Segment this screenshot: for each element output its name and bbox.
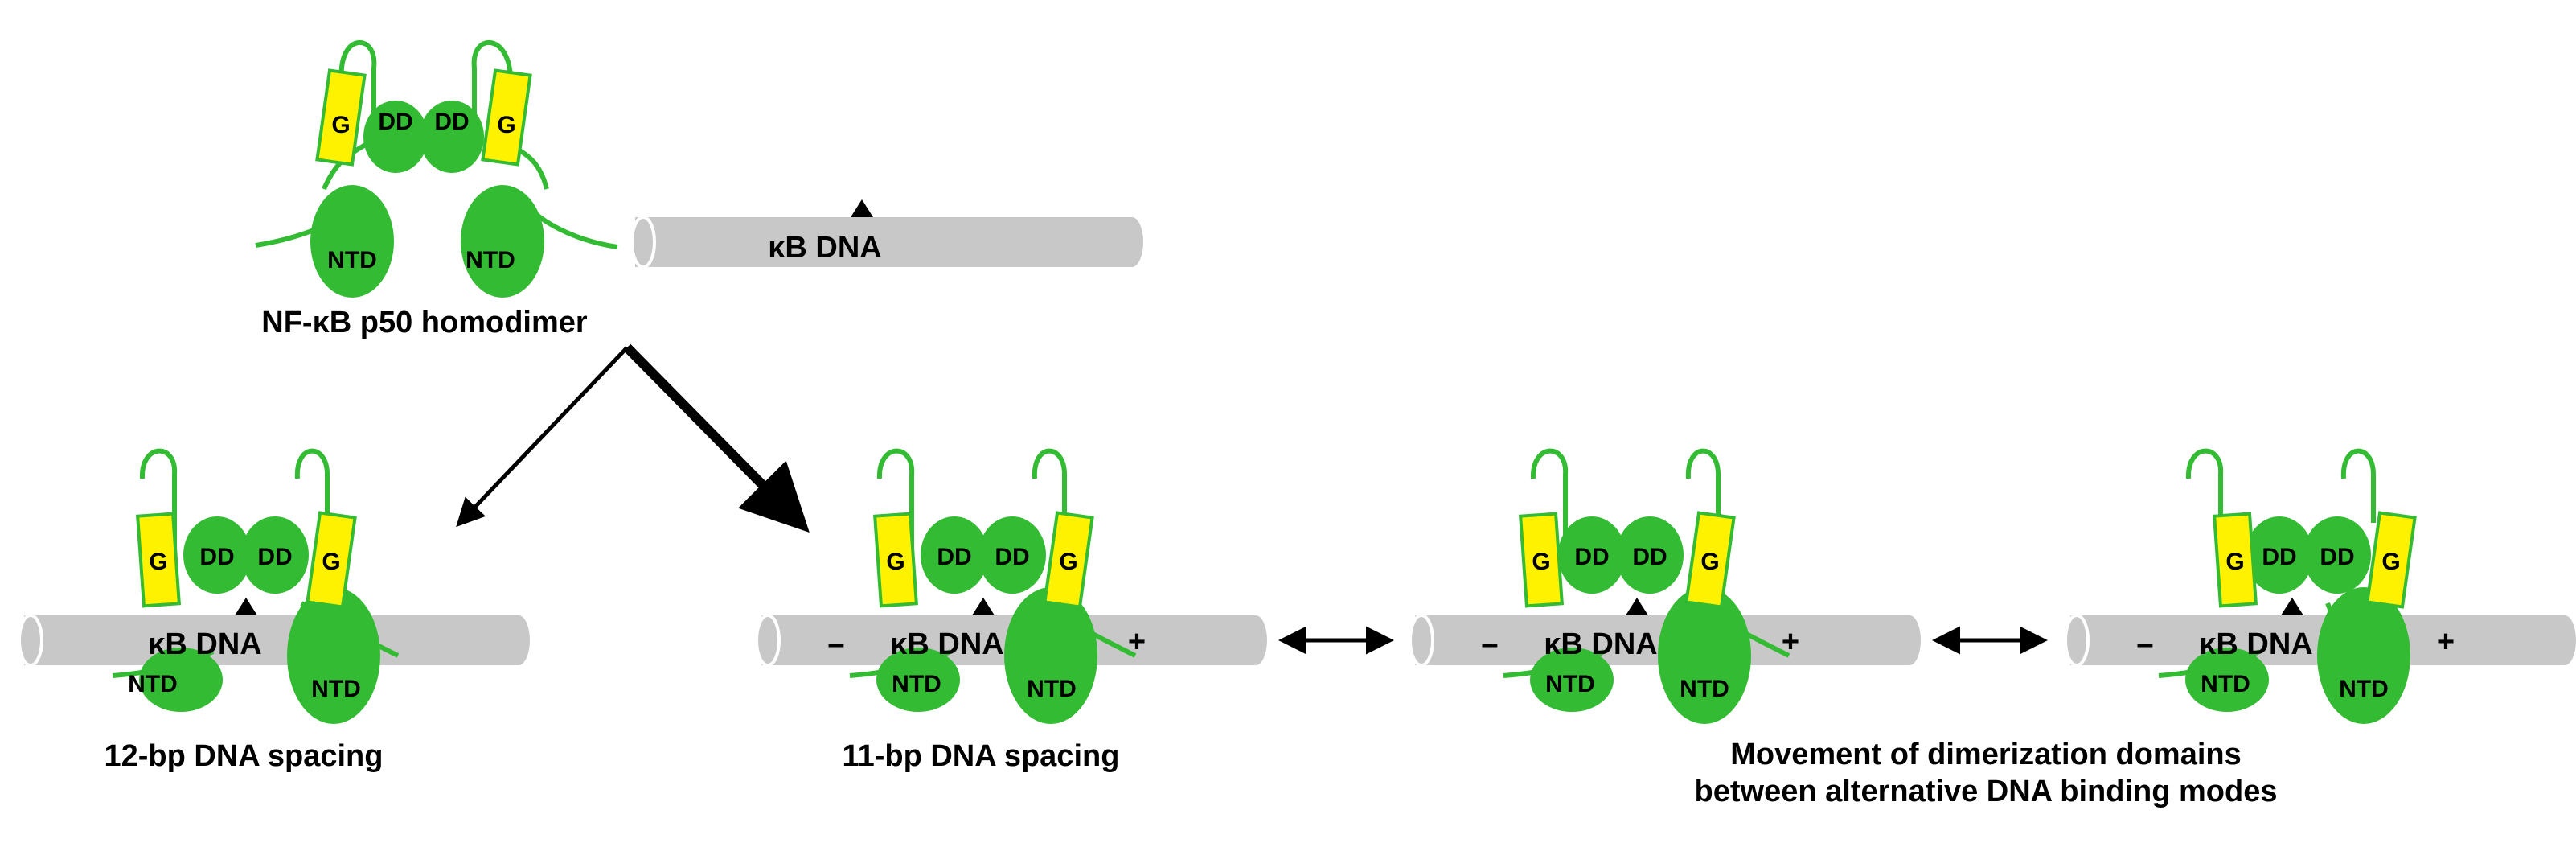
plus-sign: +	[2437, 625, 2455, 659]
caption-homodimer: NF-κB p50 homodimer	[261, 306, 588, 339]
g-label: G	[886, 549, 904, 575]
dd-label: DD	[937, 544, 971, 570]
free-kb-dna: κB DNA	[630, 199, 1143, 269]
dd-label: DD	[2262, 544, 2296, 570]
plus-sign: +	[1782, 625, 1799, 659]
caption-12bp: 12-bp DNA spacing	[105, 739, 384, 773]
dd-label: DD	[257, 544, 292, 570]
complex-11bp	[849, 448, 1137, 724]
site-center-marker	[1626, 598, 1648, 615]
minus-sign: –	[2136, 627, 2153, 661]
ntd-label: NTD	[2201, 671, 2250, 697]
ntd-label: NTD	[1027, 676, 1077, 702]
dd-label: DD	[995, 544, 1029, 570]
dd-label: DD	[2320, 544, 2354, 570]
g-label: G	[1532, 549, 1550, 575]
ntd-label: NTD	[466, 247, 515, 273]
g-label: G	[2381, 549, 2400, 575]
plus-sign: +	[1128, 625, 1146, 659]
dna-12bp	[18, 614, 530, 667]
svg-text:κB DNA: κB DNA	[768, 231, 882, 265]
arrow-to-11bp	[623, 343, 810, 533]
caption-11bp: 11-bp DNA spacing	[843, 739, 1120, 773]
g-label: G	[149, 549, 167, 575]
ntd-label: NTD	[128, 671, 178, 697]
dd-label: DD	[199, 544, 234, 570]
g-label: G	[2225, 549, 2244, 575]
p50-homodimer: G G DD DD NTD NTD	[255, 39, 618, 298]
site-center-marker	[235, 598, 257, 615]
g-label: G	[497, 112, 515, 138]
caption-movement-line2: between alternative DNA binding modes	[1695, 775, 2278, 808]
dna-label: κB DNA	[890, 627, 1004, 661]
minus-sign: –	[1481, 627, 1498, 661]
dna-label: κB DNA	[1544, 627, 1658, 661]
ntd-label: NTD	[2339, 676, 2389, 702]
dd-label: DD	[1632, 544, 1667, 570]
ntd-label: NTD	[311, 676, 361, 702]
g-label: G	[322, 549, 340, 575]
dna-label: κB DNA	[148, 627, 262, 661]
ntd-label: NTD	[892, 671, 941, 697]
complex-12bp	[112, 448, 400, 724]
arrow-to-12bp	[456, 346, 629, 528]
ntd-label: NTD	[1545, 671, 1595, 697]
dna-label: κB DNA	[2199, 627, 2313, 661]
g-label: G	[331, 112, 350, 138]
ntd-label: NTD	[327, 247, 377, 273]
dd-label: DD	[378, 109, 412, 135]
complex-mode-a	[1503, 448, 1790, 724]
complex-mode-b	[2158, 448, 2417, 724]
dd-label: DD	[434, 109, 469, 135]
ntd-label: NTD	[1680, 676, 1729, 702]
g-label: G	[1700, 549, 1719, 575]
site-center-marker	[851, 199, 873, 217]
site-center-marker	[2281, 598, 2303, 615]
site-center-marker	[972, 598, 995, 615]
dd-label: DD	[1574, 544, 1609, 570]
g-label: G	[1059, 549, 1077, 575]
minus-sign: –	[827, 627, 844, 661]
caption-movement-line1: Movement of dimerization domains	[1730, 738, 2242, 771]
